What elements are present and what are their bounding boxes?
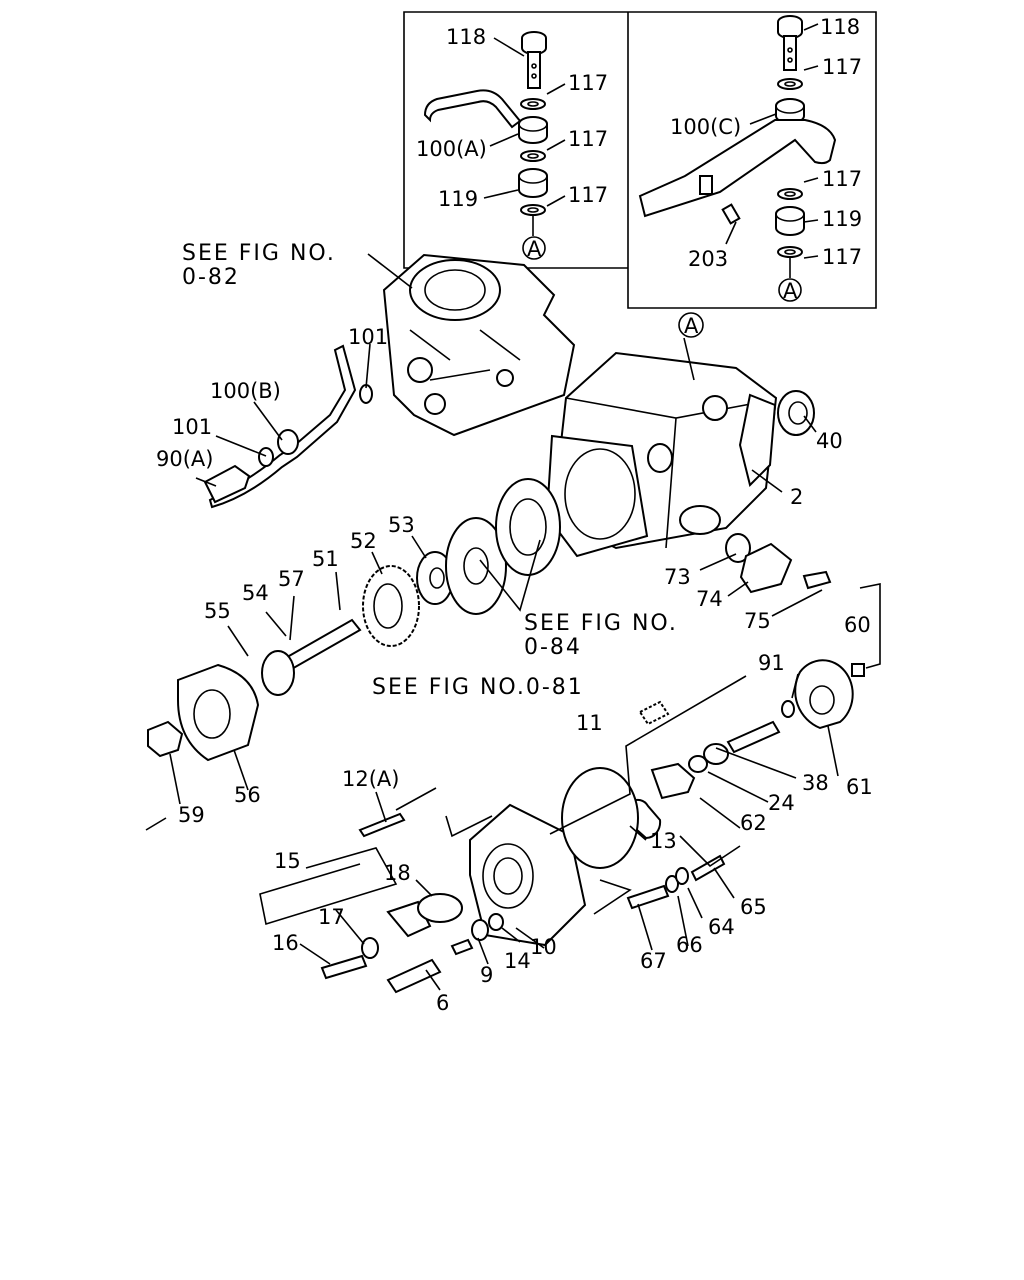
part-label-101-upper: 101 — [348, 325, 388, 349]
head-assembly — [320, 767, 726, 994]
part-label-117-right-a: 117 — [822, 55, 862, 79]
detail-marker-inset-left: A — [527, 237, 542, 261]
part-label-15: 15 — [274, 849, 301, 873]
cover-74-and-seal — [725, 533, 832, 594]
leader-lines — [169, 23, 839, 991]
part-label-117-right-b: 117 — [822, 167, 862, 191]
pipe-100b-assembly — [203, 344, 373, 509]
part-label-100a: 100(A) — [416, 137, 487, 161]
part-label-90a: 90(A) — [156, 447, 213, 471]
part-label-9: 9 — [480, 963, 493, 987]
part-label-52: 52 — [350, 529, 377, 553]
part-label-12a: 12(A) — [342, 767, 399, 791]
part-label-2: 2 — [790, 485, 803, 509]
part-label-91: 91 — [758, 651, 785, 675]
part-label-54: 54 — [242, 581, 269, 605]
part-label-40: 40 — [816, 429, 843, 453]
part-label-11: 11 — [576, 711, 603, 735]
see-fig-084-line2: 0-84 — [524, 635, 582, 660]
inset-left-labels: 118 117 100(A) 117 119 117 — [416, 25, 608, 211]
part-label-73: 73 — [664, 565, 691, 589]
detail-marker-housing: A — [684, 314, 699, 338]
part-label-118-left: 118 — [446, 25, 486, 49]
see-fig-082-line2: 0-82 — [182, 265, 240, 290]
part-label-64: 64 — [708, 915, 735, 939]
part-label-24: 24 — [768, 791, 795, 815]
inset-right-parts — [638, 15, 837, 302]
pulsar-and-drive-parts — [145, 478, 561, 831]
pump-housing — [545, 351, 778, 558]
part-label-14: 14 — [504, 949, 531, 973]
part-label-51: 51 — [312, 547, 339, 571]
part-label-117-left-c: 117 — [568, 183, 608, 207]
part-label-62: 62 — [740, 811, 767, 835]
part-label-55: 55 — [204, 599, 231, 623]
main-part-labels: 101 100(B) 101 90(A) 40 2 53 52 51 57 54… — [156, 325, 873, 1015]
part-label-57: 57 — [278, 567, 305, 591]
part-label-67: 67 — [640, 949, 667, 973]
part-label-66: 66 — [676, 933, 703, 957]
figure-references: SEE FIG NO. 0-82 SEE FIG NO. 0-84 SEE FI… — [182, 241, 678, 700]
part-label-56: 56 — [234, 783, 261, 807]
inset-right-labels: 118 117 100(C) 117 203 119 117 — [670, 15, 862, 271]
part-label-16: 16 — [272, 931, 299, 955]
part-label-74: 74 — [696, 587, 723, 611]
part-label-6: 6 — [436, 991, 449, 1015]
part-label-65: 65 — [740, 895, 767, 919]
part-label-18: 18 — [384, 861, 411, 885]
part-label-38: 38 — [802, 771, 829, 795]
part-label-118-right: 118 — [820, 15, 860, 39]
part-label-117-right-c: 117 — [822, 245, 862, 269]
part-label-59: 59 — [178, 803, 205, 827]
part-label-100c: 100(C) — [670, 115, 741, 139]
see-fig-084-line1: SEE FIG NO. — [524, 611, 678, 636]
inset-left-parts — [423, 31, 548, 260]
part-label-100b: 100(B) — [210, 379, 281, 403]
detail-markers: A A A — [527, 237, 798, 338]
part-label-60: 60 — [844, 613, 871, 637]
part-label-53: 53 — [388, 513, 415, 537]
part-label-119-left: 119 — [438, 187, 478, 211]
part-label-10: 10 — [530, 935, 557, 959]
inset-frames — [403, 11, 877, 309]
right-side-parts — [624, 583, 881, 840]
detail-marker-inset-right: A — [783, 279, 798, 303]
part-label-203: 203 — [688, 247, 728, 271]
governor-cover-assembly — [382, 253, 576, 437]
see-fig-082-line1: SEE FIG NO. — [182, 241, 336, 266]
oil-seal — [777, 390, 815, 436]
part-label-17: 17 — [318, 905, 345, 929]
see-fig-081: SEE FIG NO.0-81 — [372, 675, 584, 700]
part-label-117-left-a: 117 — [568, 71, 608, 95]
part-label-119-right: 119 — [822, 207, 862, 231]
part-label-101-lower: 101 — [172, 415, 212, 439]
part-label-13: 13 — [650, 829, 677, 853]
part-label-117-left-b: 117 — [568, 127, 608, 151]
part-label-75: 75 — [744, 609, 771, 633]
part-label-61: 61 — [846, 775, 873, 799]
